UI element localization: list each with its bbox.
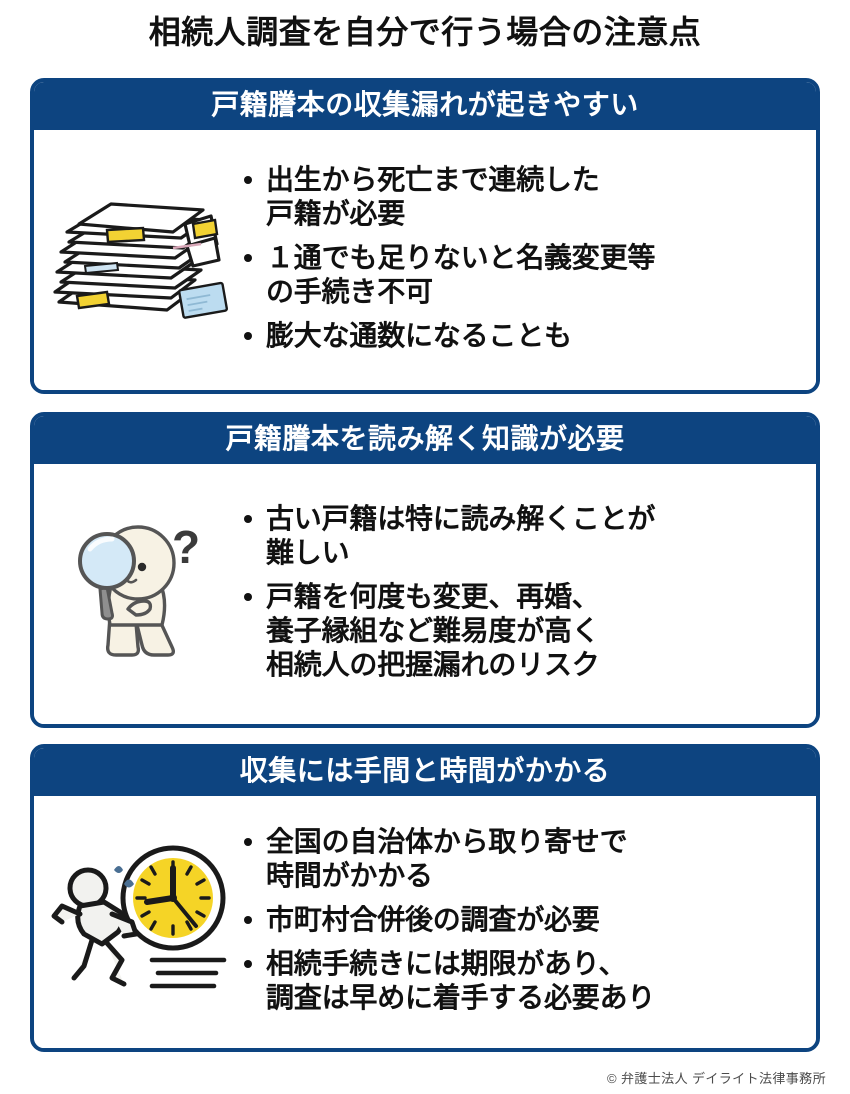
list-item: １通でも足りないと名義変更等 の手続き不可 (240, 241, 802, 309)
list-item: 膨大な通数になることも (240, 319, 802, 353)
list-item: 全国の自治体から取り寄せで 時間がかかる (240, 825, 802, 893)
svg-text:?: ? (172, 521, 200, 573)
card-koseki-reading-knowledge: 戸籍謄本を読み解く知識が必要 (30, 412, 820, 728)
card-body-2: ? 古い戸籍は特に読み解くことが 難しい 戸籍を何度も変更、再婚、 養子縁組など… (34, 464, 816, 724)
list-item: 出生から死亡まで連続した 戸籍が必要 (240, 163, 802, 231)
copyright-footer: © 弁護士法人 デイライト法律事務所 (606, 1071, 826, 1086)
card-header-1: 戸籍謄本の収集漏れが起きやすい (34, 82, 816, 130)
page-title: 相続人調査を自分で行う場合の注意点 (148, 14, 702, 50)
bullet-list-1: 出生から死亡まで連続した 戸籍が必要 １通でも足りないと名義変更等 の手続き不可… (240, 163, 806, 354)
list-item: 古い戸籍は特に読み解くことが 難しい (240, 502, 802, 570)
card-header-3: 収集には手間と時間がかかる (34, 748, 816, 796)
list-item: 戸籍を何度も変更、再婚、 養子縁組など難易度が高く 相続人の把握漏れのリスク (240, 580, 802, 682)
bullet-list-2: 古い戸籍は特に読み解くことが 難しい 戸籍を何度も変更、再婚、 養子縁組など難易… (240, 502, 806, 683)
person-magnifier-question-icon: ? (40, 470, 240, 714)
running-person-clock-icon (40, 802, 240, 1038)
bullet-list-3: 全国の自治体から取り寄せで 時間がかかる 市町村合併後の調査が必要 相続手続きに… (240, 825, 806, 1016)
list-item: 市町村合併後の調査が必要 (240, 903, 802, 937)
card-body-3: 全国の自治体から取り寄せで 時間がかかる 市町村合併後の調査が必要 相続手続きに… (34, 796, 816, 1048)
card-time-and-effort: 収集には手間と時間がかかる (30, 744, 820, 1052)
card-header-2: 戸籍謄本を読み解く知識が必要 (34, 416, 816, 464)
list-item: 相続手続きには期限があり、 調査は早めに着手する必要あり (240, 947, 802, 1015)
card-koseki-collection-omission: 戸籍謄本の収集漏れが起きやすい (30, 78, 820, 394)
card-body-1: 出生から死亡まで連続した 戸籍が必要 １通でも足りないと名義変更等 の手続き不可… (34, 130, 816, 390)
stacked-papers-icon (40, 136, 240, 380)
